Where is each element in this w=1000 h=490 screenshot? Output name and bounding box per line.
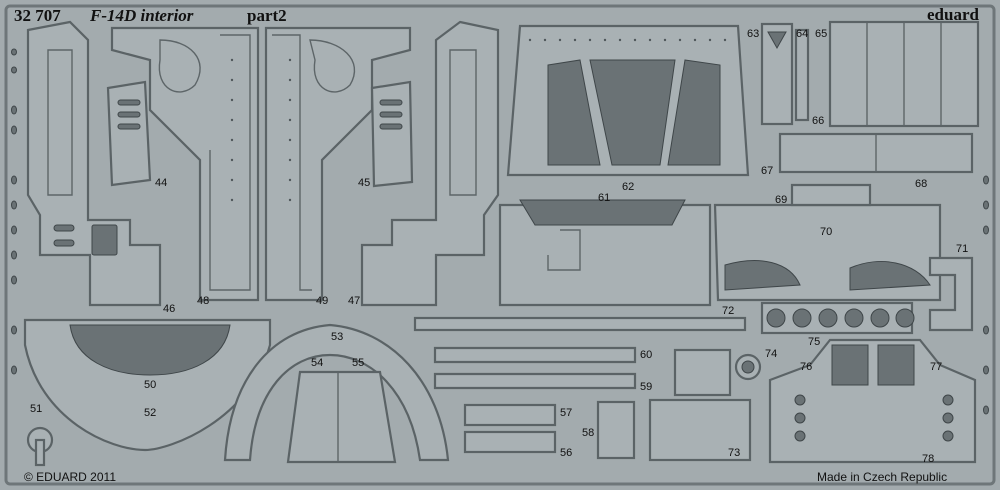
- label-60: 60: [640, 349, 652, 361]
- label-54: 54: [311, 357, 323, 369]
- fret-frame: [4, 4, 996, 486]
- label-72: 72: [722, 305, 734, 317]
- part-56-57-strips: [463, 403, 557, 454]
- part-69-bracket: [790, 183, 872, 207]
- label-58: 58: [582, 427, 594, 439]
- label-45: 45: [358, 177, 370, 189]
- origin-text: Made in Czech Republic: [817, 470, 947, 484]
- part-47-console-right: [360, 20, 500, 307]
- part-45-panel: [370, 80, 414, 188]
- label-47: 47: [348, 295, 360, 307]
- part-75-dials: [760, 301, 915, 335]
- label-71: 71: [956, 243, 968, 255]
- label-51: 51: [30, 403, 42, 415]
- label-69: 69: [775, 194, 787, 206]
- copyright-text: © EDUARD 2011: [24, 470, 116, 484]
- part-71-bracket: [928, 256, 974, 332]
- part-58-bracket: [596, 400, 636, 460]
- part-54-55-panel: [286, 370, 397, 464]
- label-52: 52: [144, 407, 156, 419]
- label-50: 50: [144, 379, 156, 391]
- label-64: 64: [796, 28, 808, 40]
- part-72-strip: [413, 316, 747, 332]
- edge-holes-left: [11, 48, 17, 375]
- fret-part: part2: [247, 6, 287, 25]
- label-57: 57: [560, 407, 572, 419]
- label-56: 56: [560, 447, 572, 459]
- fret-title: F-14D interior: [89, 6, 194, 25]
- label-78: 78: [922, 453, 934, 465]
- edge-holes-right: [983, 175, 989, 415]
- part-70-panel: [713, 203, 942, 302]
- label-66: 66: [812, 115, 824, 127]
- label-63: 63: [747, 28, 759, 40]
- label-48: 48: [197, 295, 209, 307]
- label-75: 75: [808, 336, 820, 348]
- part-44-panel: [106, 80, 152, 187]
- part-76-78-assembly: [768, 338, 977, 464]
- label-65: 65: [815, 28, 827, 40]
- label-70: 70: [820, 226, 832, 238]
- label-67: 67: [761, 165, 773, 177]
- label-68: 68: [915, 178, 927, 190]
- rivet-dots: [230, 38, 727, 202]
- part-61-panel: [498, 199, 712, 307]
- part-48-sidewall-left: [110, 26, 260, 302]
- part-73-box: [648, 348, 752, 462]
- label-55: 55: [352, 357, 364, 369]
- label-44: 44: [155, 177, 167, 189]
- kit-number: 32 707: [14, 6, 61, 25]
- part-51-key: [26, 426, 54, 467]
- part-63-64-brackets: [760, 22, 810, 126]
- part-53-arch: [223, 323, 450, 462]
- label-53: 53: [331, 331, 343, 343]
- label-49: 49: [316, 295, 328, 307]
- label-74: 74: [765, 348, 777, 360]
- part-59-60-strips: [433, 346, 637, 390]
- brand-logo: eduard: [927, 5, 980, 24]
- part-74-ring: [734, 353, 762, 381]
- part-46-console-left: [26, 20, 162, 307]
- label-77: 77: [930, 361, 942, 373]
- part-67-68-strip: [778, 132, 974, 174]
- label-76: 76: [800, 361, 812, 373]
- label-73: 73: [728, 447, 740, 459]
- label-62: 62: [622, 181, 634, 193]
- label-46: 46: [163, 303, 175, 315]
- part-62-floor-panel: [506, 24, 750, 177]
- part-65-grid: [828, 20, 980, 128]
- part-50-arch: [23, 318, 272, 452]
- label-59: 59: [640, 381, 652, 393]
- label-61: 61: [598, 192, 610, 204]
- part-number-labels: 44 45 46 47 48 49 50 51 52 53 54 55 56 5…: [30, 28, 968, 465]
